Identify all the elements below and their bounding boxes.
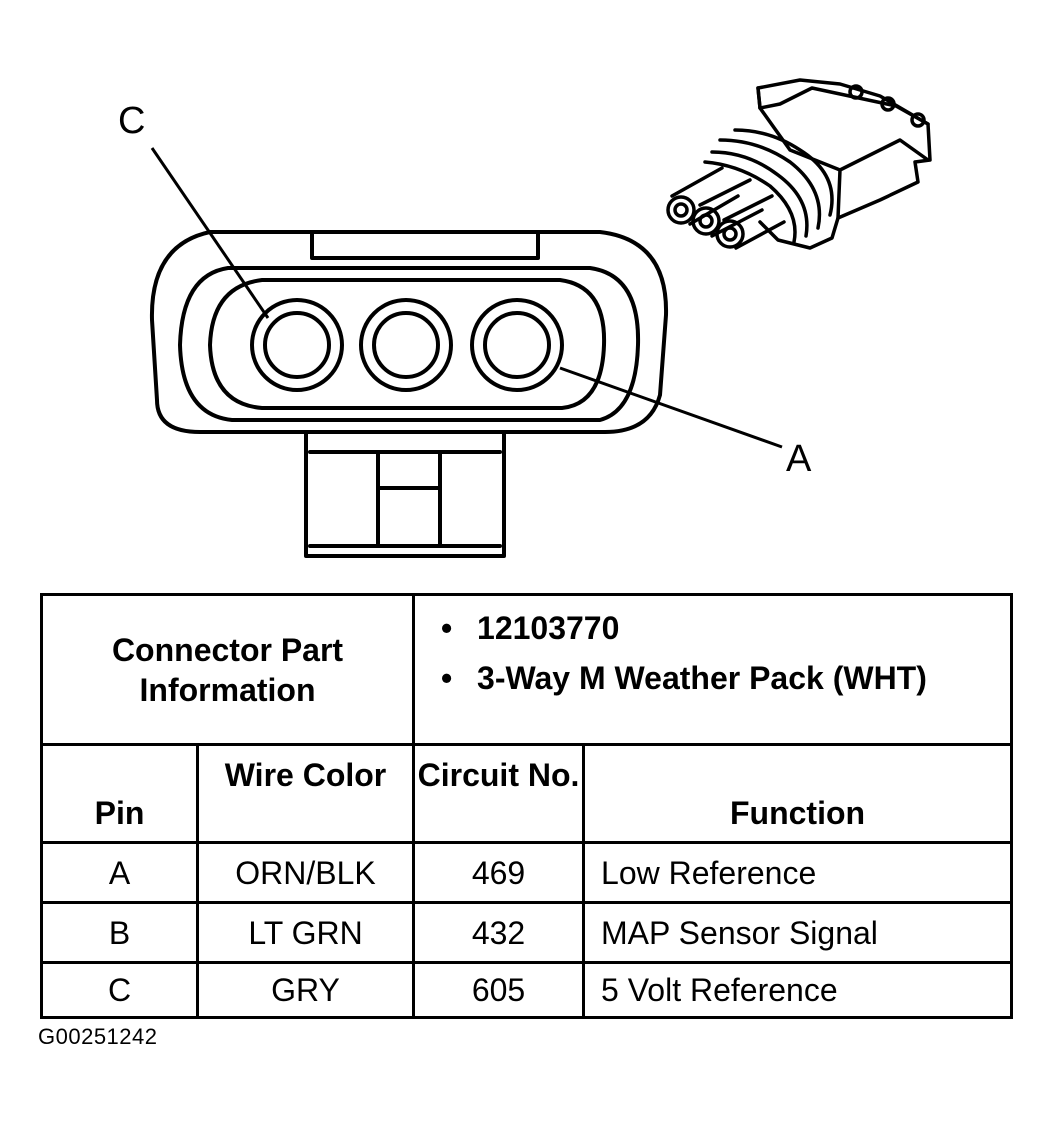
connector-inner-body xyxy=(178,266,641,422)
cell-function: Low Reference xyxy=(582,841,1014,904)
cell-wire-color: GRY xyxy=(195,961,416,1019)
cell-pin: B xyxy=(40,901,199,964)
cell-circuit-no: 432 xyxy=(412,901,586,964)
connector-part-list: 12103770 3-Way M Weather Pack (WHT) xyxy=(415,608,1010,698)
header-wire-color: Wire Color xyxy=(195,743,416,844)
terminal-c-outer xyxy=(250,298,344,392)
cell-wire-color: LT GRN xyxy=(195,901,416,964)
cell-wire-color: ORN/BLK xyxy=(195,841,416,904)
connector-outer-shell xyxy=(149,230,669,434)
terminal-a-outer xyxy=(470,298,564,392)
terminal-b-inner xyxy=(372,311,440,379)
header-pin: Pin xyxy=(40,743,199,844)
figure-id-label: G00251242 xyxy=(38,1024,158,1049)
cell-circuit-no: 605 xyxy=(412,961,586,1019)
leader-line-c xyxy=(150,147,270,319)
part-number: 12103770 xyxy=(441,608,1010,648)
connector-part-details: 12103770 3-Way M Weather Pack (WHT) xyxy=(412,593,1014,746)
connector-inner-seal xyxy=(208,278,607,410)
connector-perspective-view xyxy=(666,78,932,250)
header-function: Function xyxy=(582,743,1014,844)
callout-c-label: C xyxy=(118,100,146,142)
cell-pin: C xyxy=(40,961,199,1019)
table-row: C GRY 605 5 Volt Reference xyxy=(40,961,1014,1019)
terminal-b-outer xyxy=(359,298,453,392)
connector-latch xyxy=(304,430,506,558)
header-circuit-no: Circuit No. xyxy=(412,743,586,844)
cell-pin: A xyxy=(40,841,199,904)
table-row: B LT GRN 432 MAP Sensor Signal xyxy=(40,901,1014,964)
connector-description: 3-Way M Weather Pack (WHT) xyxy=(441,658,1010,698)
cell-circuit-no: 469 xyxy=(412,841,586,904)
cell-function: MAP Sensor Signal xyxy=(582,901,1014,964)
cell-function: 5 Volt Reference xyxy=(582,961,1014,1019)
connector-part-information-label: Connector Part Information xyxy=(39,593,416,746)
leader-line-a xyxy=(559,366,783,449)
table-row: A ORN/BLK 469 Low Reference xyxy=(40,841,1014,904)
connector-info-table: Connector Part Information 12103770 3-Wa… xyxy=(39,593,1014,1019)
terminal-a-inner xyxy=(483,311,551,379)
terminal-c-inner xyxy=(263,311,331,379)
table-header-row: Pin Wire Color Circuit No. Function xyxy=(40,743,1014,844)
connector-part-row: Connector Part Information 12103770 3-Wa… xyxy=(39,593,1014,746)
callout-a-label: A xyxy=(786,438,812,480)
connector-diagram xyxy=(149,78,932,558)
connector-top-tab xyxy=(310,230,540,260)
